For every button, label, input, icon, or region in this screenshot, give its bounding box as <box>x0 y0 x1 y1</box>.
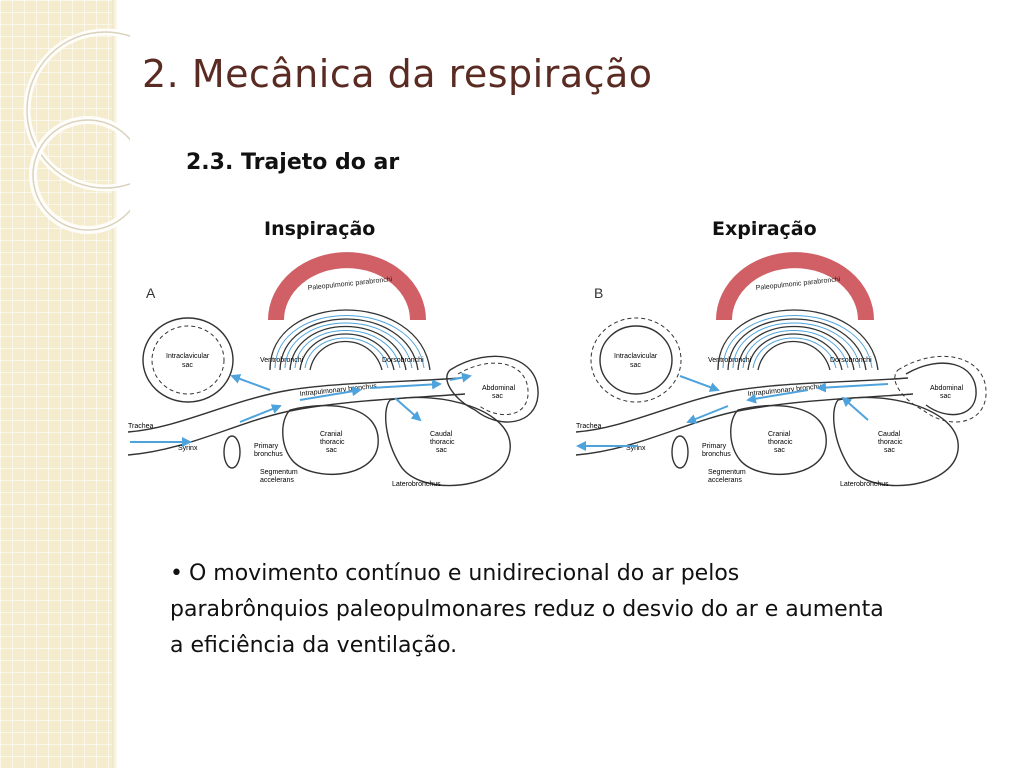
svg-text:Abdominal: Abdominal <box>482 385 516 392</box>
svg-text:bronchus: bronchus <box>254 451 283 458</box>
slide-title: 2. Mecânica da respiração <box>142 52 653 96</box>
caudal-thoracic-sac <box>385 396 511 487</box>
caudal-thoracic-sac <box>833 396 959 487</box>
inspiration-label: Inspiração <box>264 218 376 240</box>
ventrobronchi-label: Ventrobronchi <box>260 357 304 364</box>
svg-text:sac: sac <box>326 447 337 454</box>
svg-text:sac: sac <box>182 362 193 369</box>
trachea-label: Trachea <box>128 423 154 430</box>
svg-text:Abdominal: Abdominal <box>930 385 964 392</box>
parabronchi-arches <box>717 309 879 371</box>
section-subtitle: 2.3. Trajeto do ar <box>186 150 400 175</box>
parabronchi-flow <box>274 315 425 369</box>
cranial-thoracic-sac <box>730 404 827 476</box>
svg-text:sac: sac <box>884 447 895 454</box>
bullet-point: •O movimento contínuo e unidirecional do… <box>170 556 900 664</box>
flow-band <box>268 252 426 321</box>
dorsobronchi-label: Dorsobronchi <box>830 357 872 364</box>
syrinx-label: Syrinx <box>178 445 198 452</box>
svg-text:Caudal: Caudal <box>430 431 453 438</box>
intraclavicular-sac <box>590 317 682 403</box>
parabronchi-flow <box>722 315 873 369</box>
svg-text:bronchus: bronchus <box>702 451 731 458</box>
trachea-label: Trachea <box>576 423 602 430</box>
parabronchi-arches <box>269 309 431 371</box>
dorsobronchi-label: Dorsobronchi <box>382 357 424 364</box>
svg-text:thoracic: thoracic <box>320 439 345 446</box>
svg-text:Cranial: Cranial <box>320 431 343 438</box>
decorative-rings <box>23 28 130 234</box>
svg-text:thoracic: thoracic <box>430 439 455 446</box>
ventrobronchi-label: Ventrobronchi <box>708 357 752 364</box>
paleopulmonic-label: Paleopulmonic parabronchi <box>307 276 393 292</box>
svg-text:accelerans: accelerans <box>708 477 742 484</box>
sidebar-edge <box>112 0 118 768</box>
paleopulmonic-label: Paleopulmonic parabronchi <box>755 276 841 292</box>
svg-text:sac: sac <box>492 393 503 400</box>
svg-text:thoracic: thoracic <box>878 439 903 446</box>
expiration-label: Expiração <box>712 218 817 240</box>
svg-text:accelerans: accelerans <box>260 477 294 484</box>
syrinx-ring <box>223 435 241 469</box>
panel-letter: B <box>594 285 603 301</box>
segmentum-label: Segmentum <box>260 469 298 476</box>
abdominal-sac <box>446 355 539 423</box>
svg-text:sac: sac <box>774 447 785 454</box>
expiration-diagram: B Paleopulmonic parabronchi Intraclavicu… <box>575 252 987 488</box>
inspiration-diagram: A Paleopulmonic parabronchi Intraclavicu… <box>127 252 539 488</box>
bullet-marker: • <box>170 561 183 586</box>
laterobronchus-label: Laterobronchus <box>840 481 889 488</box>
primary-bronchus-label: Primary <box>254 443 279 450</box>
airflow-arrows <box>576 375 889 451</box>
segmentum-label: Segmentum <box>708 469 746 476</box>
svg-text:thoracic: thoracic <box>768 439 793 446</box>
abdominal-sac <box>894 355 987 423</box>
flow-band <box>716 252 874 321</box>
svg-text:sac: sac <box>630 362 641 369</box>
svg-text:Cranial: Cranial <box>768 431 791 438</box>
intraclavicular-sac <box>142 317 234 403</box>
svg-text:sac: sac <box>940 393 951 400</box>
intraclavicular-label: Intraclavicular <box>614 353 658 360</box>
primary-bronchus <box>575 377 909 433</box>
bullet-text: O movimento contínuo e unidirecional do … <box>170 561 884 658</box>
syrinx-label: Syrinx <box>626 445 646 452</box>
cranial-thoracic-sac <box>282 404 379 476</box>
laterobronchus-label: Laterobronchus <box>392 481 441 488</box>
syrinx-ring <box>671 435 689 469</box>
primary-bronchus <box>127 377 461 433</box>
svg-text:Caudal: Caudal <box>878 431 901 438</box>
primary-bronchus-label: Primary <box>702 443 727 450</box>
svg-text:sac: sac <box>436 447 447 454</box>
airflow-arrows <box>130 372 472 447</box>
intraclavicular-label: Intraclavicular <box>166 353 210 360</box>
panel-letter: A <box>146 285 156 301</box>
